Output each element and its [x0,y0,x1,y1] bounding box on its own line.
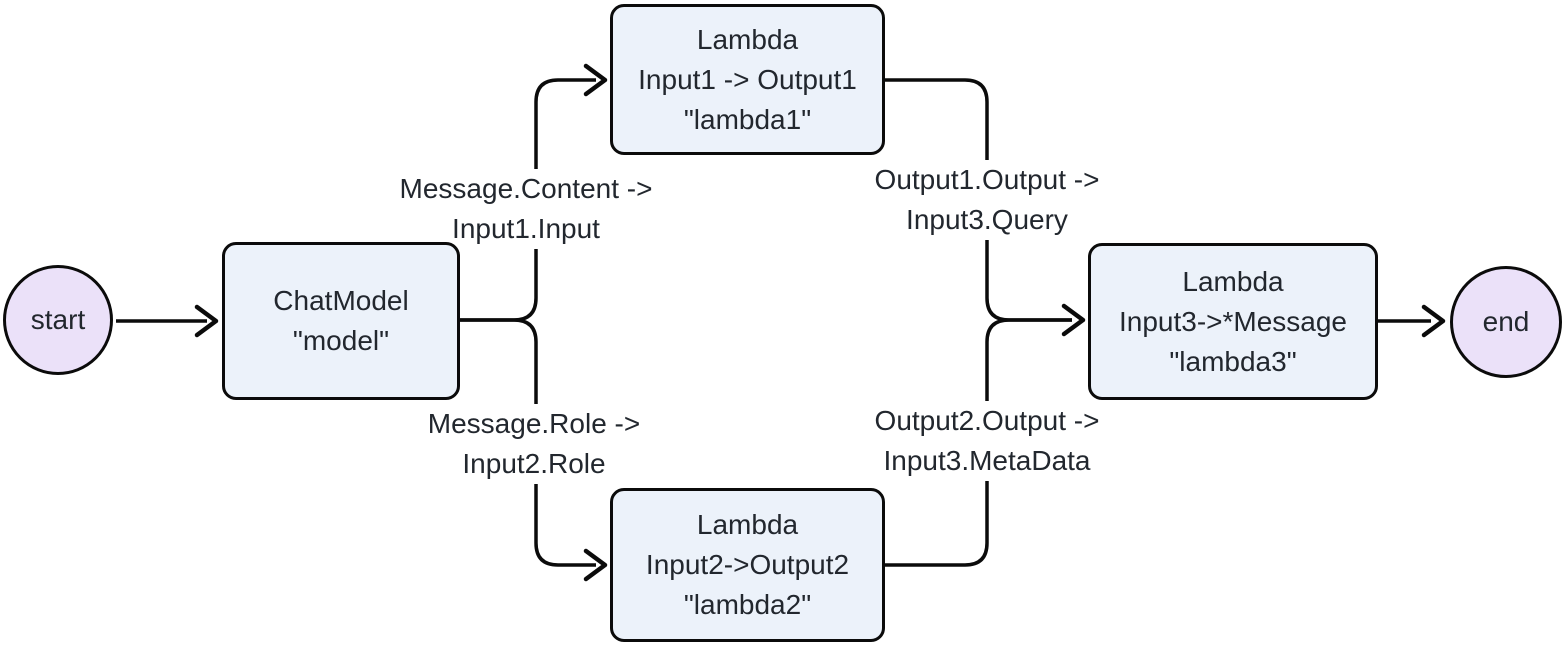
edge-label-line: Input3.Query [899,200,1075,240]
arrowhead-into-lambda1 [583,63,608,97]
lambda2-node-signature: Input2->Output2 [645,549,850,580]
edge-label-lambda1-lambda3: Output1.Output -> Input3.Query [867,160,1107,240]
chatmodel-node: ChatModel "model" [222,242,460,400]
lambda3-node-signature: Input3->*Message [1118,305,1348,337]
lambda2-node: Lambda Input2->Output2 "lambda2" [610,488,885,642]
edge-label-line: Input3.MetaData [876,441,1098,481]
lambda1-node-name: "lambda1" [683,103,812,135]
end-node: end [1450,266,1562,378]
edge-label-lambda2-lambda3: Output2.Output -> Input3.MetaData [867,401,1107,481]
end-node-label: end [1482,306,1530,337]
lambda3-node: Lambda Input3->*Message "lambda3" [1088,243,1378,400]
lambda3-node-title: Lambda [1182,265,1284,297]
chatmodel-node-name: "model" [292,325,390,356]
edge-label-line: Output1.Output -> [867,160,1107,200]
lambda3-node-name: "lambda3" [1169,345,1297,377]
edge-label-line: Input1.Input [445,209,607,249]
edge-label-chatmodel-lambda1: Message.Content -> Input1.Input [392,169,660,249]
lambda1-node-signature: Input1 -> Output1 [638,63,857,95]
edge-label-line: Output2.Output -> [867,401,1107,441]
edge-label-line: Message.Content -> [392,169,660,209]
lambda2-node-title: Lambda [696,509,799,540]
edge-label-line: Message.Role -> [420,404,648,444]
chatmodel-node-title: ChatModel [273,285,409,316]
arrowhead-into-end [1421,304,1446,338]
lambda2-node-name: "lambda2" [683,589,812,620]
arrowhead-into-lambda2 [583,548,608,582]
arrowhead-into-chatmodel [194,304,219,338]
edge-label-line: Input2.Role [455,444,613,484]
edge-label-chatmodel-lambda2: Message.Role -> Input2.Role [420,404,648,484]
lambda1-node-title: Lambda [696,23,799,55]
arrowhead-into-lambda3 [1061,303,1086,337]
start-node: start [3,265,113,375]
lambda1-node: Lambda Input1 -> Output1 "lambda1" [610,4,885,155]
start-node-label: start [30,304,86,335]
